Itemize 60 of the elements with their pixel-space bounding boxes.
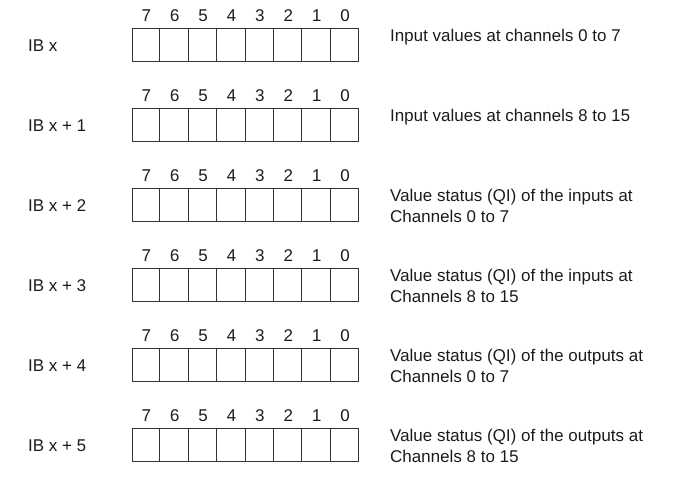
bit-number: 4 — [226, 405, 238, 426]
byte-address-label: IB x + 3 — [28, 275, 86, 296]
bit-number: 3 — [254, 245, 266, 266]
bit-number: 3 — [254, 165, 266, 186]
bit-number: 3 — [254, 405, 266, 426]
bit-number: 1 — [310, 5, 322, 26]
bit-number: 7 — [140, 325, 152, 346]
byte-description: Value status (QI) of the outputs at Channels 0 to 7 — [390, 345, 644, 387]
byte-description: Value status (QI) of the outputs at Channels 8 to 15 — [390, 425, 644, 467]
bit-number: 2 — [282, 5, 294, 26]
bit-number: 2 — [282, 325, 294, 346]
bit-number: 2 — [282, 165, 294, 186]
bit-number: 1 — [310, 165, 322, 186]
bit-number: 2 — [282, 405, 294, 426]
byte-address-label: IB x — [28, 35, 58, 56]
bit-number: 7 — [140, 5, 152, 26]
byte-description: Value status (QI) of the inputs at Channels 0 to 7 — [390, 185, 634, 227]
bit-number: 5 — [197, 5, 209, 26]
bit-number: 2 — [282, 245, 294, 266]
bit-number: 1 — [310, 245, 322, 266]
bit-number: 6 — [168, 165, 180, 186]
bit-number: 0 — [339, 245, 351, 266]
bit-number: 1 — [310, 85, 322, 106]
byte-address-label: IB x + 1 — [28, 115, 86, 136]
byte-address-label: IB x + 5 — [28, 435, 86, 456]
bit-number: 1 — [310, 325, 322, 346]
bit-number: 0 — [339, 325, 351, 346]
bit-number: 3 — [254, 5, 266, 26]
bit-number: 5 — [197, 165, 209, 186]
bit-number: 4 — [226, 245, 238, 266]
bit-number: 4 — [226, 5, 238, 26]
bit-number: 0 — [339, 405, 351, 426]
bit-number: 0 — [339, 85, 351, 106]
bit-number: 1 — [310, 405, 322, 426]
bit-number: 6 — [168, 245, 180, 266]
byte-address-label: IB x + 2 — [28, 195, 86, 216]
bit-number: 7 — [140, 85, 152, 106]
bit-number: 0 — [339, 5, 351, 26]
bit-number: 7 — [140, 245, 152, 266]
bit-number: 3 — [254, 85, 266, 106]
bit-number: 0 — [339, 165, 351, 186]
bit-number: 5 — [197, 405, 209, 426]
bit-number: 5 — [197, 85, 209, 106]
byte-address-label: IB x + 4 — [28, 355, 86, 376]
bit-number: 5 — [197, 245, 209, 266]
bit-number: 6 — [168, 325, 180, 346]
bit-number: 7 — [140, 165, 152, 186]
bit-number: 7 — [140, 405, 152, 426]
byte-description: Input values at channels 8 to 15 — [390, 105, 632, 126]
bit-number: 4 — [226, 325, 238, 346]
byte-description: Input values at channels 0 to 7 — [390, 25, 622, 46]
bit-number: 4 — [226, 85, 238, 106]
bit-number: 6 — [168, 5, 180, 26]
bit-number: 4 — [226, 165, 238, 186]
bit-number: 5 — [197, 325, 209, 346]
bit-number: 6 — [168, 85, 180, 106]
byte-description: Value status (QI) of the inputs at Channels 8 to 15 — [390, 265, 634, 307]
bit-number: 2 — [282, 85, 294, 106]
bit-number: 6 — [168, 405, 180, 426]
bit-number: 3 — [254, 325, 266, 346]
